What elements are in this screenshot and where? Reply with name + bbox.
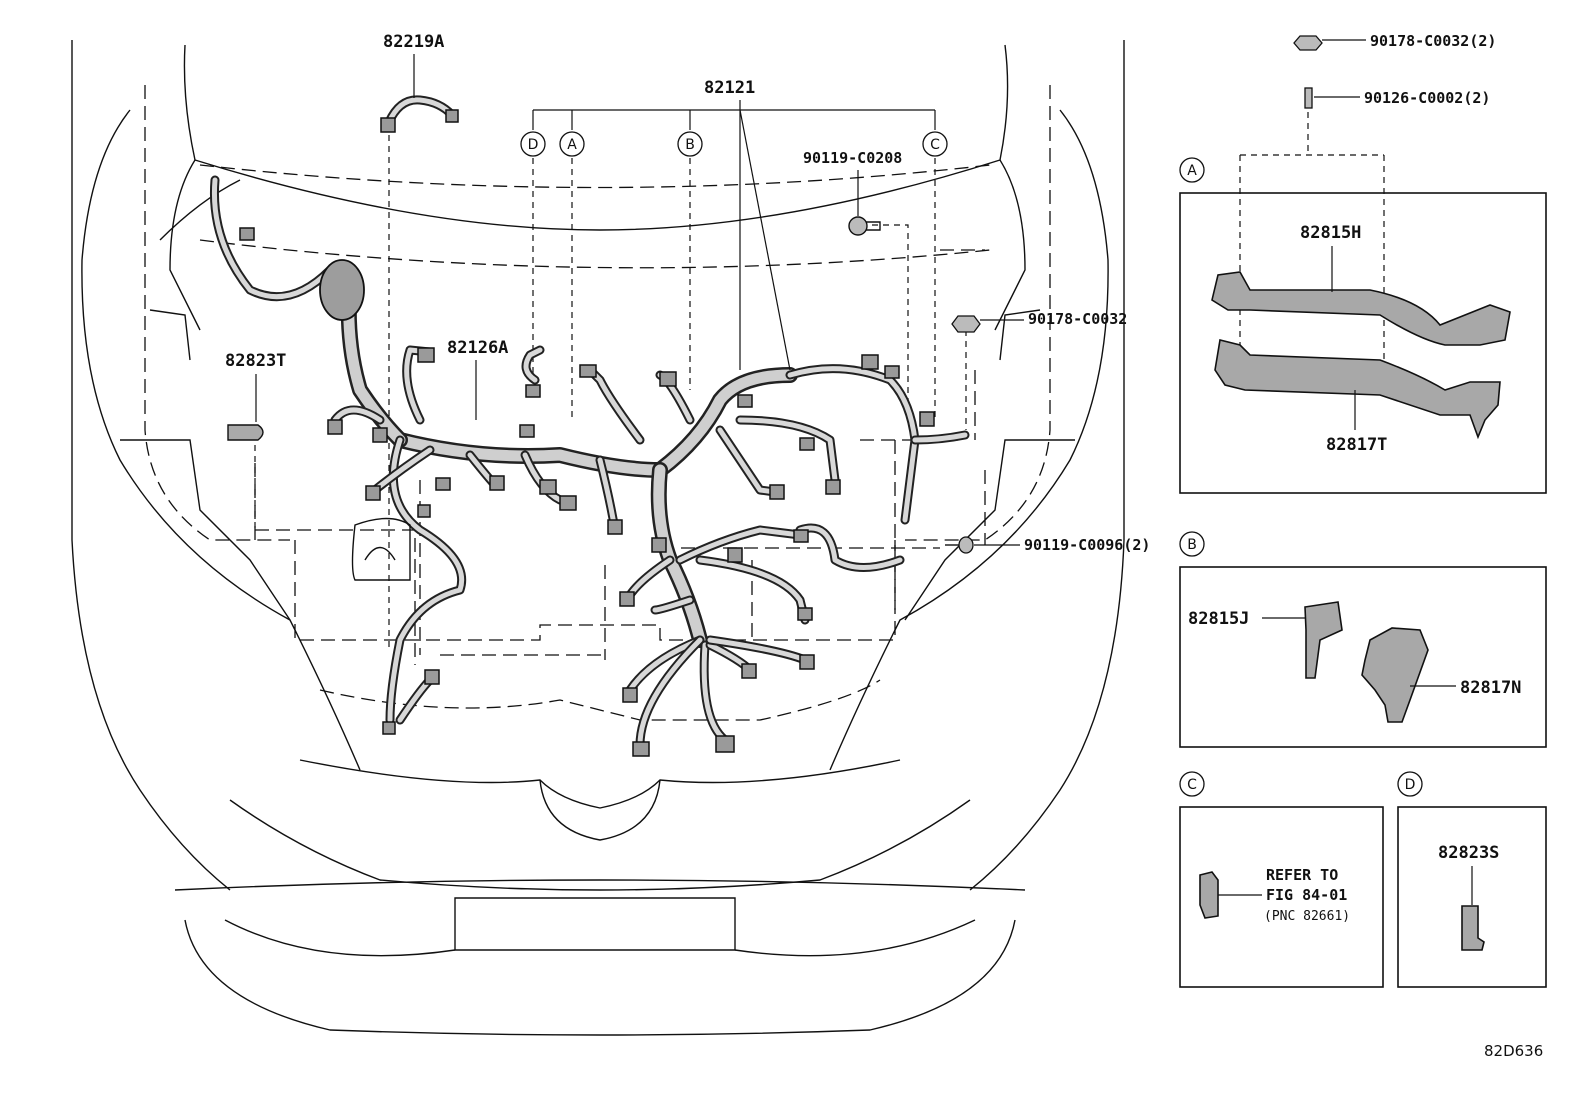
callout-B: B <box>677 131 703 157</box>
callout-D: D <box>520 131 546 157</box>
callout-A: A <box>559 131 585 157</box>
refer-line-2: FIG 84-01 <box>1266 886 1347 904</box>
svg-text:D: D <box>528 137 539 153</box>
label-82817N: 82817N <box>1460 678 1521 698</box>
figure-code: 82D636 <box>1484 1042 1543 1060</box>
svg-text:B: B <box>685 137 695 153</box>
svg-text:A: A <box>1187 163 1197 179</box>
wire-82219A <box>380 95 459 133</box>
detail-panel-A: A 82815H 82817T <box>1179 157 1547 494</box>
panel-C-marker: C <box>1179 771 1205 797</box>
detail-panel-B: B 82815J 82817N <box>1179 531 1547 748</box>
nut-90178-C0032 <box>951 315 981 333</box>
label-82823T: 82823T <box>225 351 286 371</box>
label-90178-C0032-2: 90178-C0032(2) <box>1370 32 1496 50</box>
refer-line-1: REFER TO <box>1266 866 1338 884</box>
svg-text:A: A <box>567 137 577 153</box>
label-82126A: 82126A <box>447 338 508 358</box>
svg-text:B: B <box>1187 537 1197 553</box>
clip-82823T <box>227 424 264 441</box>
label-82815H: 82815H <box>1300 223 1361 243</box>
panel-D-marker: D <box>1397 771 1423 797</box>
refer-line-3: (PNC 82661) <box>1264 909 1350 924</box>
vehicle-body-outline <box>71 40 1125 1036</box>
label-90119-C0096: 90119-C0096(2) <box>1024 536 1150 554</box>
label-82121: 82121 <box>704 78 755 98</box>
svg-text:C: C <box>1187 777 1197 793</box>
label-90126-C0002-2: 90126-C0002(2) <box>1364 89 1490 107</box>
label-90178-C0032: 90178-C0032 <box>1028 310 1127 328</box>
screw-90119-C0208 <box>848 216 881 236</box>
engine-wire-harness <box>209 175 970 757</box>
label-82219A: 82219A <box>383 32 444 52</box>
panel-B-marker: B <box>1179 531 1205 557</box>
label-90119-C0208: 90119-C0208 <box>803 149 902 167</box>
label-82815J: 82815J <box>1188 609 1249 629</box>
svg-text:C: C <box>930 137 940 153</box>
engine-bay-dashed-outline <box>144 85 1051 721</box>
callout-leader-lines <box>254 135 967 650</box>
label-82823S: 82823S <box>1438 843 1499 863</box>
bolt-90119-C0096 <box>945 536 974 554</box>
label-82817T: 82817T <box>1326 435 1387 455</box>
callout-C: C <box>922 131 948 157</box>
svg-text:D: D <box>1405 777 1416 793</box>
detail-panel-C: C REFER TO FIG 84-01 (PNC 82661) <box>1179 771 1384 988</box>
panel-A-marker: A <box>1179 157 1205 183</box>
main-labels: 82219A 82121 D A B C 90119-C0208 90178-C… <box>225 32 1150 554</box>
detail-panel-D: D 82823S <box>1397 771 1547 988</box>
main-fasteners <box>227 216 981 554</box>
